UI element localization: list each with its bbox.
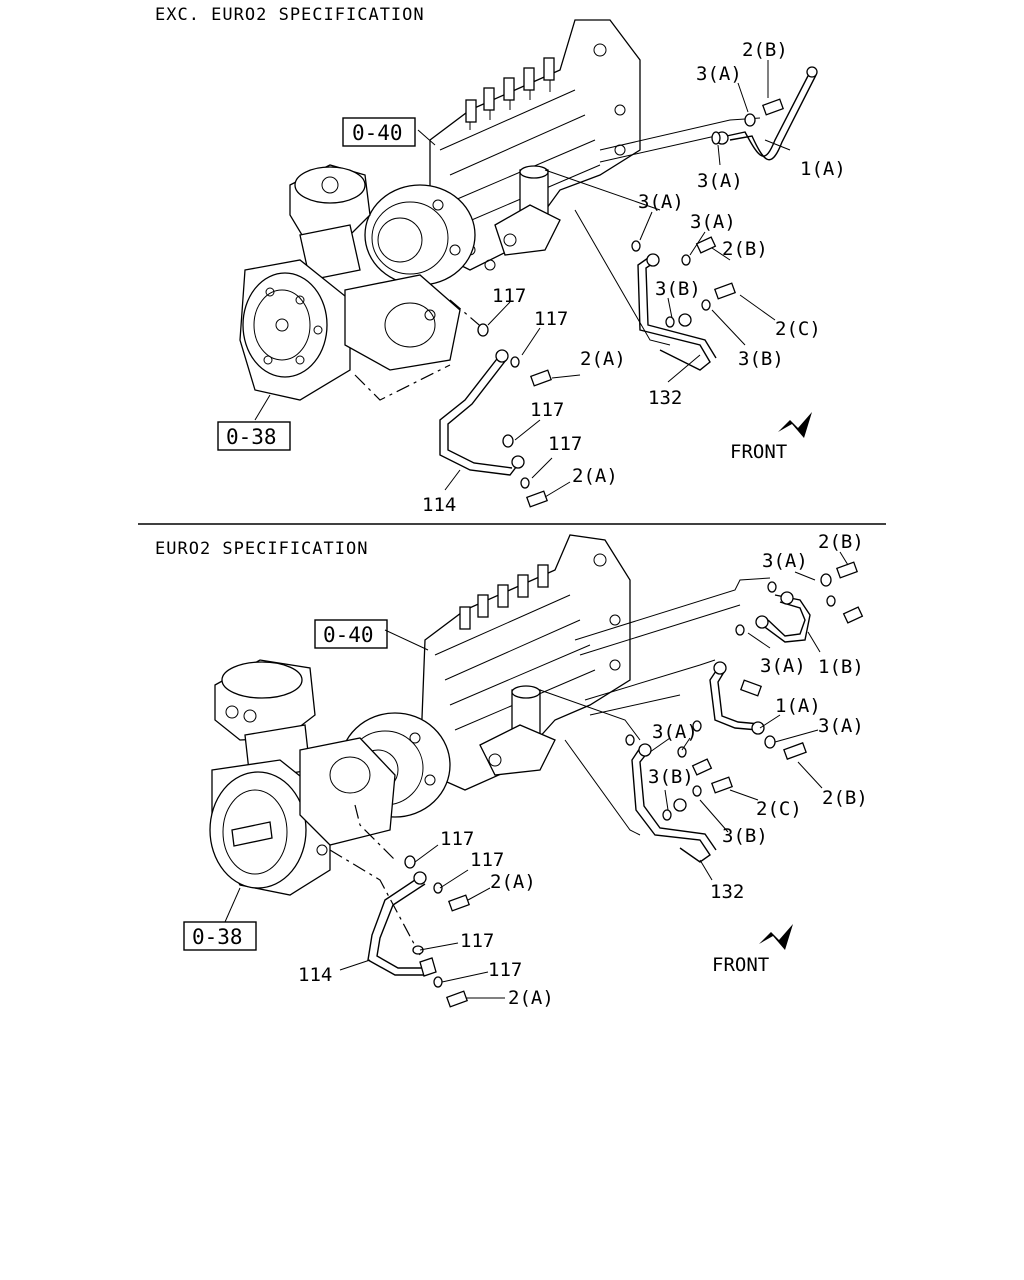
callout-label: 3(B): [722, 825, 768, 847]
callout-label: 3(A): [760, 655, 806, 677]
callout-label: 117: [534, 308, 568, 330]
compressor-drawing: [214, 659, 316, 781]
callout-label: 3(A): [696, 63, 742, 85]
callout-label: 1(A): [800, 158, 846, 180]
ref-box-label: 0-38: [192, 925, 243, 949]
front-label: FRONT: [730, 441, 787, 463]
section-title: EURO2 SPECIFICATION: [155, 539, 368, 559]
callout-label: 132: [648, 387, 682, 409]
callout-label: 2(B): [818, 531, 864, 553]
callout-label: 3(A): [762, 550, 808, 572]
callout-label: 2(A): [508, 987, 554, 1009]
callout-label: 3(B): [655, 278, 701, 300]
callout-label: 2(A): [580, 348, 626, 370]
callout-label: 1(A): [775, 695, 821, 717]
callout-label: 3(A): [638, 191, 684, 213]
callout-label: 3(B): [648, 766, 694, 788]
callout-label: 114: [422, 494, 456, 516]
injection-pump-drawing: [419, 534, 631, 791]
callout-label: 2(A): [572, 465, 618, 487]
callout-label: 117: [460, 930, 494, 952]
section-euro2: EURO2 SPECIFICATION: [155, 531, 868, 1009]
ref-box-0-38: [217, 421, 291, 451]
front-arrow-icon: [759, 924, 793, 950]
callout-label: 2(C): [775, 318, 821, 340]
front-arrow-icon: [778, 412, 812, 438]
flange-housing-drawing: [239, 259, 461, 401]
callout-label: 117: [488, 959, 522, 981]
callout-label: 2(C): [756, 798, 802, 820]
front-label: FRONT: [712, 954, 769, 976]
ref-box-label: 0-40: [352, 121, 403, 145]
callout-label: 3(A): [697, 170, 743, 192]
ref-box-label: 0-40: [323, 623, 374, 647]
coupling-drawing: [364, 184, 476, 286]
callout-label: 3(B): [738, 348, 784, 370]
injection-pump-drawing: [429, 19, 641, 271]
callout-label: 117: [530, 399, 564, 421]
callout-label: 2(B): [722, 238, 768, 260]
ref-box-0-40: [342, 117, 416, 147]
callout-label: 3(A): [818, 715, 864, 737]
callout-label: 3(A): [690, 211, 736, 233]
callout-label: 2(A): [490, 871, 536, 893]
ref-box-label: 0-38: [226, 425, 277, 449]
flange-housing-drawing: [209, 737, 396, 896]
callout-label: 117: [440, 828, 474, 850]
section-exc-euro2: EXC. EURO2 SPECIFICATION: [155, 5, 846, 516]
callout-label: 2(B): [822, 787, 868, 809]
section-title: EXC. EURO2 SPECIFICATION: [155, 5, 425, 25]
callout-label: 114: [298, 964, 332, 986]
ref-box-0-40: [314, 619, 388, 649]
callout-label: 117: [492, 285, 526, 307]
compressor-drawing: [289, 164, 371, 281]
ref-box-0-38: [183, 921, 257, 951]
callout-label: 117: [548, 433, 582, 455]
callout-label: 1(B): [818, 656, 864, 678]
callout-label: 117: [470, 849, 504, 871]
callout-label: 2(B): [742, 39, 788, 61]
callout-label: 132: [710, 881, 744, 903]
callout-label: 3(A): [652, 721, 698, 743]
